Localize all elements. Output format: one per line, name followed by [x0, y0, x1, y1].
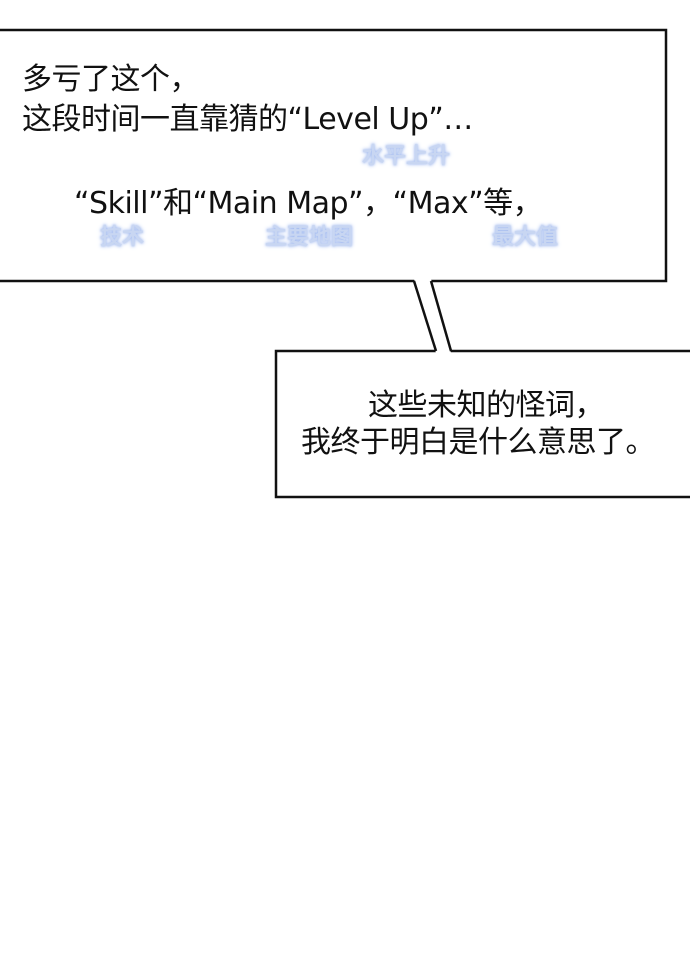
speech-connector — [414, 279, 451, 353]
connector-line-left — [412, 280, 438, 352]
speech-box-top-border — [0, 28, 668, 283]
gloss-skill: 技术 — [100, 225, 145, 250]
gloss-level-up: 水平上升 — [362, 144, 451, 169]
box1-line1: 多亏了这个， — [22, 62, 200, 97]
gloss-max: 最大值 — [492, 225, 559, 250]
box2-line2: 我终于明白是什么意思了。 — [301, 425, 656, 460]
gloss-main-map: 主要地图 — [265, 225, 354, 250]
connector-line-right — [429, 280, 453, 352]
speech-box-bottom-border — [274, 349, 690, 499]
box2-line1: 这些未知的怪词， — [368, 388, 605, 423]
box1-line3: “Skill”和“Main Map”，“Max”等， — [74, 186, 543, 221]
box1-line2: 这段时间一直靠猜的“Level Up”… — [22, 102, 473, 137]
